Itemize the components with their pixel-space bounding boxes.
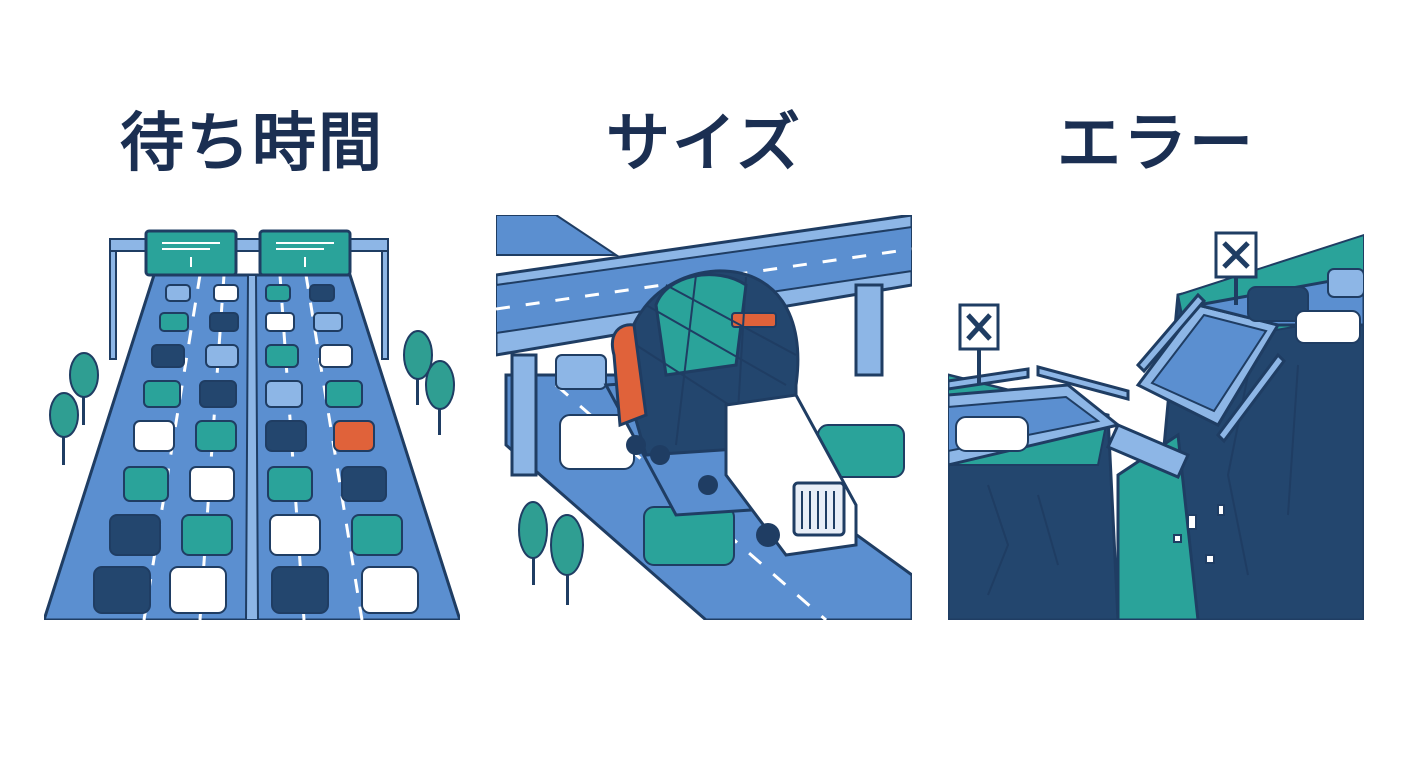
panel-title-error: エラー [1057,107,1255,181]
oversized-truck-illustration [496,215,912,620]
panel-title-wait-time: 待ち時間 [120,107,384,181]
collapsed-bridge-illustration [948,215,1364,620]
traffic-jam-illustration [44,215,460,620]
panel-title-size: サイズ [605,107,803,181]
